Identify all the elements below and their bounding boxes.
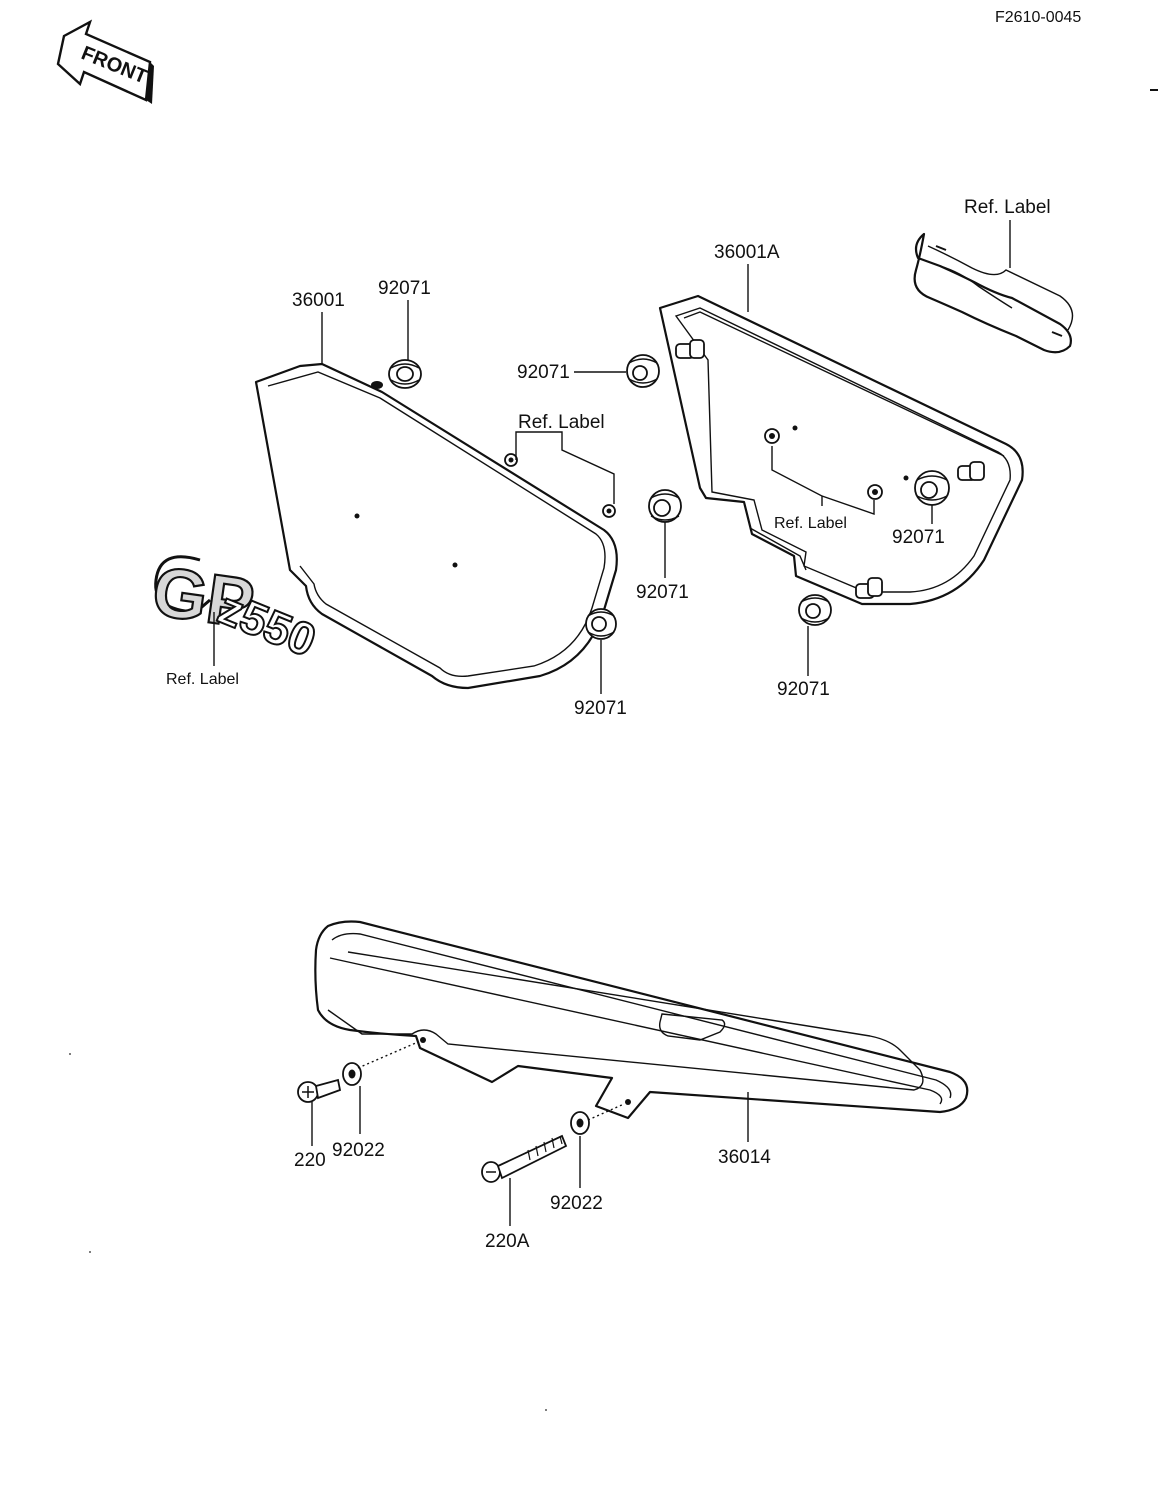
part-number-grommet-f: 92071 xyxy=(777,679,830,700)
part-number-right-side-cover: 36001A xyxy=(714,242,780,263)
part-number-grommet-c: 92071 xyxy=(574,698,627,719)
part-number-washer-a: 92022 xyxy=(332,1140,385,1161)
part-number-bolt-long: 220A xyxy=(485,1231,530,1252)
grommet-c xyxy=(585,608,617,640)
part-number-grommet-b: 92071 xyxy=(636,582,689,603)
bolt-long xyxy=(481,1134,568,1183)
grommet-b xyxy=(648,489,682,523)
part-number-grommet-d: 92071 xyxy=(517,362,570,383)
bolt-short xyxy=(297,1078,342,1103)
part-number-chain-cover: 36014 xyxy=(718,1147,771,1168)
washer-b xyxy=(570,1111,590,1135)
part-number-left-side-cover: 36001 xyxy=(292,290,345,311)
ref-label-sticker xyxy=(913,232,1074,354)
grommet-e xyxy=(914,470,950,506)
figure-code: F2610-0045 xyxy=(995,9,1081,26)
chain-cover xyxy=(314,920,969,1120)
grommet-f xyxy=(798,594,832,626)
ref-label-left-cover: Ref. Label xyxy=(518,412,605,433)
part-number-grommet-e: 92071 xyxy=(892,527,945,548)
front-arrow-icon: FRONT xyxy=(56,19,154,104)
ref-label-right-inner: Ref. Label xyxy=(774,515,847,532)
emblem-main-text: GP xyxy=(148,552,259,643)
part-number-bolt-short: 220 xyxy=(294,1150,326,1171)
right-side-cover xyxy=(658,294,1024,606)
part-number-washer-b: 92022 xyxy=(550,1193,603,1214)
grommet-d xyxy=(626,354,660,388)
left-side-cover xyxy=(254,362,618,690)
ref-label-emblem: Ref. Label xyxy=(166,671,239,688)
washer-a xyxy=(342,1062,362,1086)
ref-label-right-top: Ref. Label xyxy=(964,197,1051,218)
grommet-a xyxy=(388,359,422,389)
part-number-grommet-a: 92071 xyxy=(378,278,431,299)
